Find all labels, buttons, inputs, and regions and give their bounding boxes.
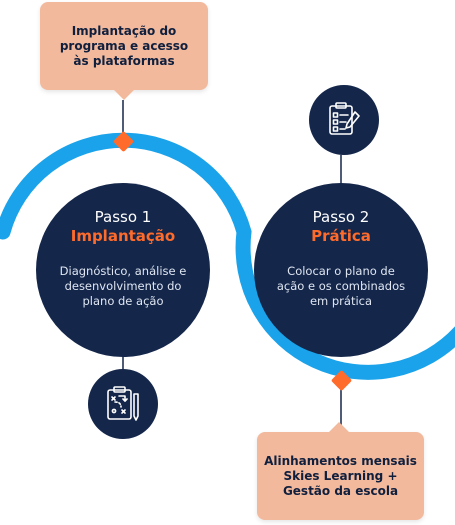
callout-implantacao: Implantação do programa e acesso às plat… bbox=[40, 2, 208, 100]
step-1-description: Diagnóstico, análise e desenvolvimento d… bbox=[58, 264, 188, 309]
description-line: ação e os combinados bbox=[276, 279, 406, 293]
callout-alinhamentos: Alinhamentos mensais Skies Learning + Ge… bbox=[257, 422, 424, 520]
description-line: Colocar o plano de bbox=[287, 264, 395, 278]
step-1-title: Passo 1 bbox=[94, 208, 152, 226]
description-line: plano de ação bbox=[82, 294, 164, 308]
description-line: em prática bbox=[309, 294, 373, 308]
step-2-description: Colocar o plano de ação e os combinados … bbox=[276, 264, 406, 309]
callout-line: Gestão da escola bbox=[282, 483, 399, 498]
description-line: Diagnóstico, análise e bbox=[59, 264, 187, 278]
callout-line: Skies Learning + bbox=[283, 468, 398, 483]
step-2-title: Passo 2 bbox=[312, 208, 370, 226]
callout-line: programa e acesso bbox=[59, 38, 189, 53]
step-2-subtitle: Prática bbox=[311, 227, 371, 245]
description-line: desenvolvimento do bbox=[64, 279, 182, 293]
callout-line: Alinhamentos mensais bbox=[264, 453, 417, 468]
strategy-board-icon bbox=[107, 386, 139, 421]
checklist-icon bbox=[329, 102, 360, 135]
step-1-icon-badge bbox=[88, 369, 158, 439]
step-1-subtitle: Implantação bbox=[70, 227, 176, 245]
callout-line: Implantação do bbox=[71, 23, 177, 38]
step-2-icon-badge bbox=[309, 85, 379, 155]
step-2-circle: Passo 2 Prática Colocar o plano de ação … bbox=[254, 183, 428, 357]
step-1-circle: Passo 1 Implantação Diagnóstico, análise… bbox=[36, 183, 210, 357]
callout-line: às plataformas bbox=[73, 53, 175, 68]
